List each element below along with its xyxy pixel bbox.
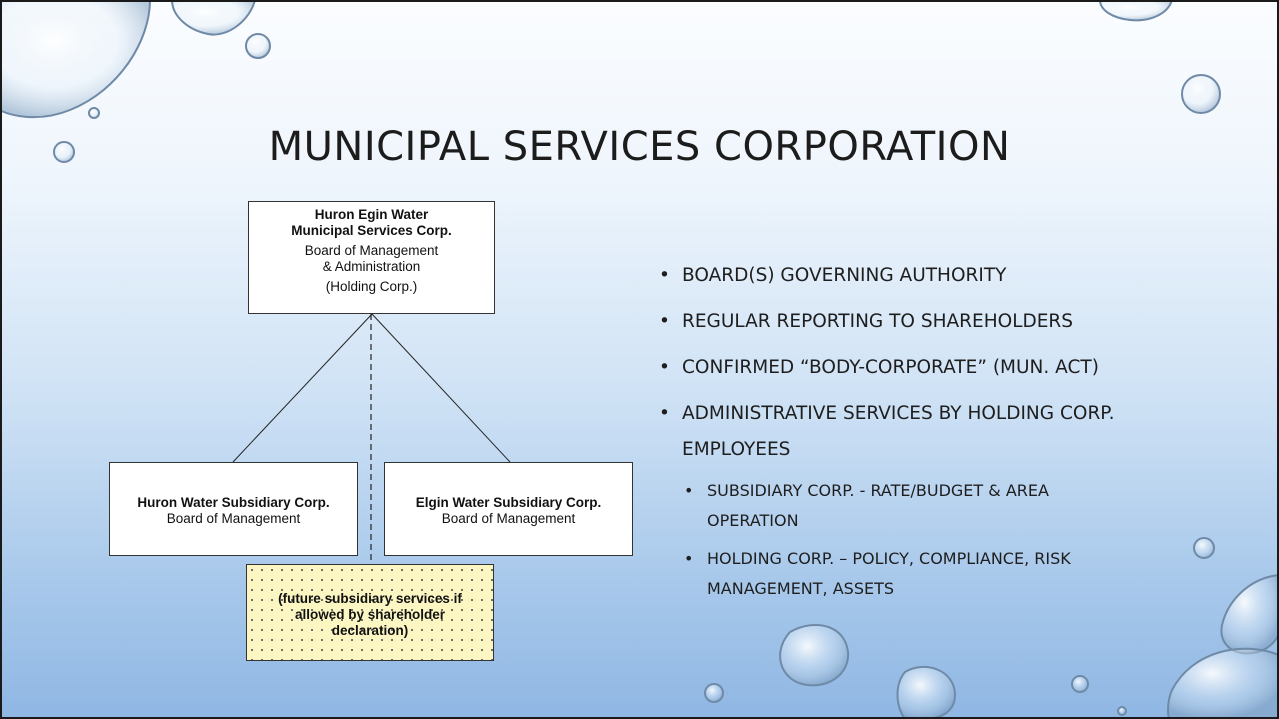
drop-shape bbox=[1220, 573, 1279, 655]
drop-shape bbox=[0, 0, 152, 119]
holding-corp-name-line1: Huron Egin Water bbox=[314, 207, 429, 222]
drop-shape bbox=[1193, 537, 1215, 559]
connector-line-right bbox=[371, 313, 511, 463]
bullet-item: CONFIRMED “BODY-CORPORATE” (MUN. ACT) bbox=[657, 350, 1137, 386]
drop-shape bbox=[88, 107, 100, 119]
bullet-list: BOARD(S) GOVERNING AUTHORITY REGULAR REP… bbox=[657, 258, 1137, 614]
drop-shape bbox=[704, 683, 724, 703]
drop-shape bbox=[1071, 675, 1089, 693]
bullet-item: REGULAR REPORTING TO SHAREHOLDERS bbox=[657, 304, 1137, 340]
elgin-subsidiary-name: Elgin Water Subsidiary Corp. bbox=[415, 495, 602, 510]
sub-bullet-item: SUBSIDIARY CORP. - RATE/BUDGET & AREA OP… bbox=[682, 476, 1137, 536]
drop-shape bbox=[53, 141, 75, 163]
holding-corp-box: Huron Egin Water Municipal Services Corp… bbox=[248, 201, 495, 314]
drop-shape bbox=[1117, 706, 1127, 716]
elgin-subsidiary-role: Board of Management bbox=[441, 511, 576, 526]
elgin-subsidiary-box: Elgin Water Subsidiary Corp. Board of Ma… bbox=[384, 462, 633, 556]
huron-subsidiary-role: Board of Management bbox=[166, 511, 301, 526]
drop-shape bbox=[245, 33, 271, 59]
future-services-box: (future subsidiary services if allowed b… bbox=[246, 564, 494, 661]
holding-corp-role-line2: & Administration bbox=[322, 259, 421, 274]
holding-corp-name-line2: Municipal Services Corp. bbox=[291, 223, 452, 238]
bullet-item: ADMINISTRATIVE SERVICES BY HOLDING CORP.… bbox=[657, 396, 1137, 604]
sub-bullet-item: HOLDING CORP. – POLICY, COMPLIANCE, RISK… bbox=[682, 544, 1137, 604]
holding-corp-role-line1: Board of Management bbox=[304, 243, 439, 258]
bullet-item: BOARD(S) GOVERNING AUTHORITY bbox=[657, 258, 1137, 294]
future-services-line1: (future subsidiary services if bbox=[278, 591, 462, 606]
connector-line-left bbox=[232, 313, 373, 463]
drop-shape bbox=[170, 0, 257, 36]
huron-subsidiary-name: Huron Water Subsidiary Corp. bbox=[137, 495, 330, 510]
drop-shape bbox=[896, 666, 957, 719]
slide-title: MUNICIPAL SERVICES CORPORATION bbox=[268, 124, 1011, 170]
drop-shape bbox=[779, 624, 850, 687]
future-services-line2: allowed by shareholder bbox=[294, 607, 446, 622]
sub-bullet-list: SUBSIDIARY CORP. - RATE/BUDGET & AREA OP… bbox=[682, 476, 1137, 604]
bullet-item-text: ADMINISTRATIVE SERVICES BY HOLDING CORP.… bbox=[682, 403, 1115, 460]
drop-shape bbox=[1181, 74, 1221, 114]
holding-corp-type: (Holding Corp.) bbox=[325, 279, 418, 294]
huron-subsidiary-box: Huron Water Subsidiary Corp. Board of Ma… bbox=[109, 462, 358, 556]
future-services-line3: declaration) bbox=[331, 623, 409, 638]
drop-shape bbox=[1098, 0, 1174, 22]
